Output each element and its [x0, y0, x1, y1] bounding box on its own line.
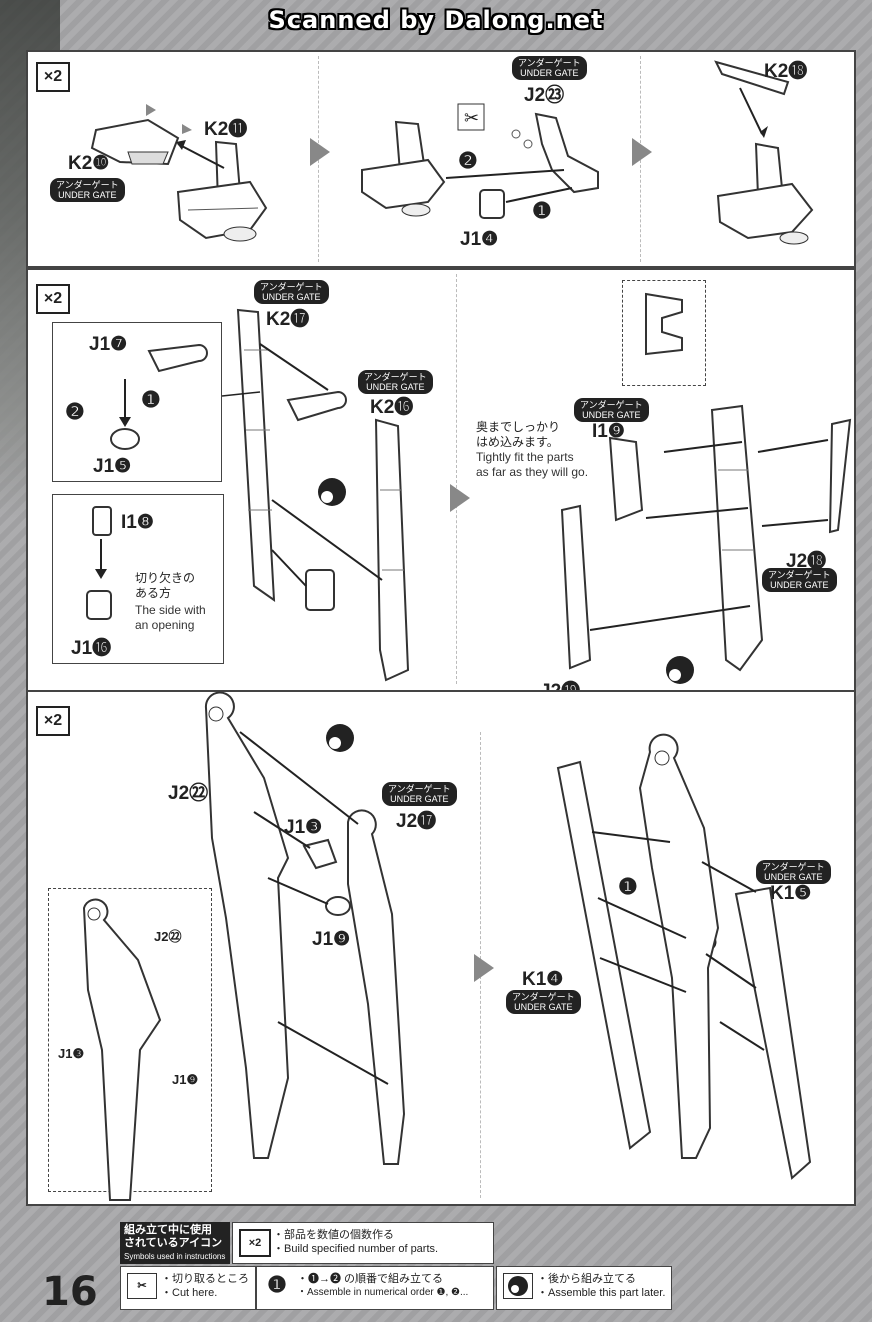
part-drawing-j1-7 [110, 343, 208, 450]
subassembly-inset-j1: J1❼ J1❺ ❶ ❷ [52, 322, 222, 482]
legend-later: ・後から組み立てる ・Assemble this part later. [496, 1266, 672, 1310]
step-number-1: ❶ [618, 874, 638, 899]
part-label-k2-10: K2❿ [68, 153, 110, 174]
part-drawing-k2-11 [90, 104, 268, 242]
fit-note-jp: 奥までしっかり はめ込みます。 [476, 420, 561, 449]
step-number-1: ❶ [141, 387, 161, 412]
part-label-j1-4: J1❹ [460, 229, 499, 250]
part-label-k2-16: K2⓰ [370, 397, 414, 418]
multiply-icon: ×2 [239, 1229, 271, 1257]
inset-label-j2-22: J2㉒ [154, 929, 182, 944]
part-label-j1-5: J1❺ [93, 456, 132, 477]
multiplier-badge: ×2 [36, 706, 70, 736]
part-label-k2-11: K2⓫ [204, 119, 248, 140]
part-drawing-k2-17-k2-16 [221, 308, 410, 682]
legend-multiply: ×2 ・部品を数値の個数作る ・Build specified number o… [232, 1222, 494, 1264]
step-order-icon: ❶ [267, 1272, 287, 1297]
multiplier-badge: ×2 [36, 62, 70, 92]
step-panel-2: ×2 J1❼ J1❺ ❶ ❷ I1❽ J1⓰ 切り欠きの ある方 The sid… [26, 268, 856, 702]
scissors-icon: ✂ [127, 1273, 157, 1299]
part-label-j2-22: J2㉒ [168, 783, 209, 804]
next-step-arrow [450, 484, 470, 512]
part-label-i1-9: I1❾ [592, 421, 625, 442]
step-number-1: ❶ [532, 198, 552, 223]
part-label-i1-8: I1❽ [121, 512, 154, 533]
multiplier-badge: ×2 [36, 284, 70, 314]
part-label-j1-3: J1❸ [284, 817, 323, 838]
fit-note-en: Tightly fit the parts as far as they wil… [476, 450, 589, 479]
detail-view-box [622, 280, 706, 386]
opening-note-jp: 切り欠きの ある方 [135, 571, 196, 600]
part-label-k2-18: K2⓲ [764, 61, 808, 82]
part-label-j1-7: J1❼ [89, 334, 128, 355]
legend-title: 組み立て中に使用 されているアイコン Symbols used in instr… [120, 1222, 230, 1264]
inset-label-j1-3: J1❸ [58, 1046, 85, 1061]
inset-label-j1-9: J1❾ [172, 1072, 199, 1087]
legend-cut: ✂ ・切り取るところ ・Cut here. [120, 1266, 256, 1310]
part-label-j1-9: J1❾ [312, 929, 351, 950]
scan-watermark: Scanned by Dalong.net [268, 6, 604, 34]
step-number-2: ❷ [65, 399, 85, 424]
part-label-k2-17: K2⓱ [266, 309, 310, 330]
subassembly-inset-i1: I1❽ J1⓰ 切り欠きの ある方 The side with an openi… [52, 494, 224, 664]
part-label-j2-17: J2⓱ [396, 811, 437, 832]
part-label-k1-4: K1❹ [522, 969, 564, 990]
next-step-arrow [474, 954, 494, 982]
step-number-2: ❷ [458, 148, 478, 173]
next-step-arrow [632, 138, 652, 166]
part-drawing-section3-left [82, 691, 406, 1201]
part-label-k1-5: K1❺ [770, 883, 812, 904]
panel-divider [456, 274, 457, 684]
part-drawing-i1-8 [86, 506, 112, 620]
page-number: 16 [42, 1269, 98, 1315]
part-drawing-i1-9-j2-18 [560, 292, 852, 684]
legend-order: ❶ ・❶→❷ の順番で組み立てる ・Assemble in numerical … [256, 1266, 494, 1310]
opening-note-en: The side with an opening [135, 603, 206, 632]
assemble-later-icon [503, 1273, 533, 1299]
next-step-arrow [310, 138, 330, 166]
part-label-j2-23: J2㉓ [524, 85, 565, 106]
part-drawing-section3-right [556, 733, 812, 1180]
svg-text:✂: ✂ [464, 108, 479, 129]
icon-legend: 組み立て中に使用 されているアイコン Symbols used in instr… [120, 1222, 494, 1314]
part-drawing-j2-23: ✂ [361, 103, 599, 219]
part-drawing-k2-18 [714, 60, 814, 245]
part-label-j1-16: J1⓰ [71, 638, 112, 659]
part-label-j2-18: J2⓲ [786, 551, 827, 572]
